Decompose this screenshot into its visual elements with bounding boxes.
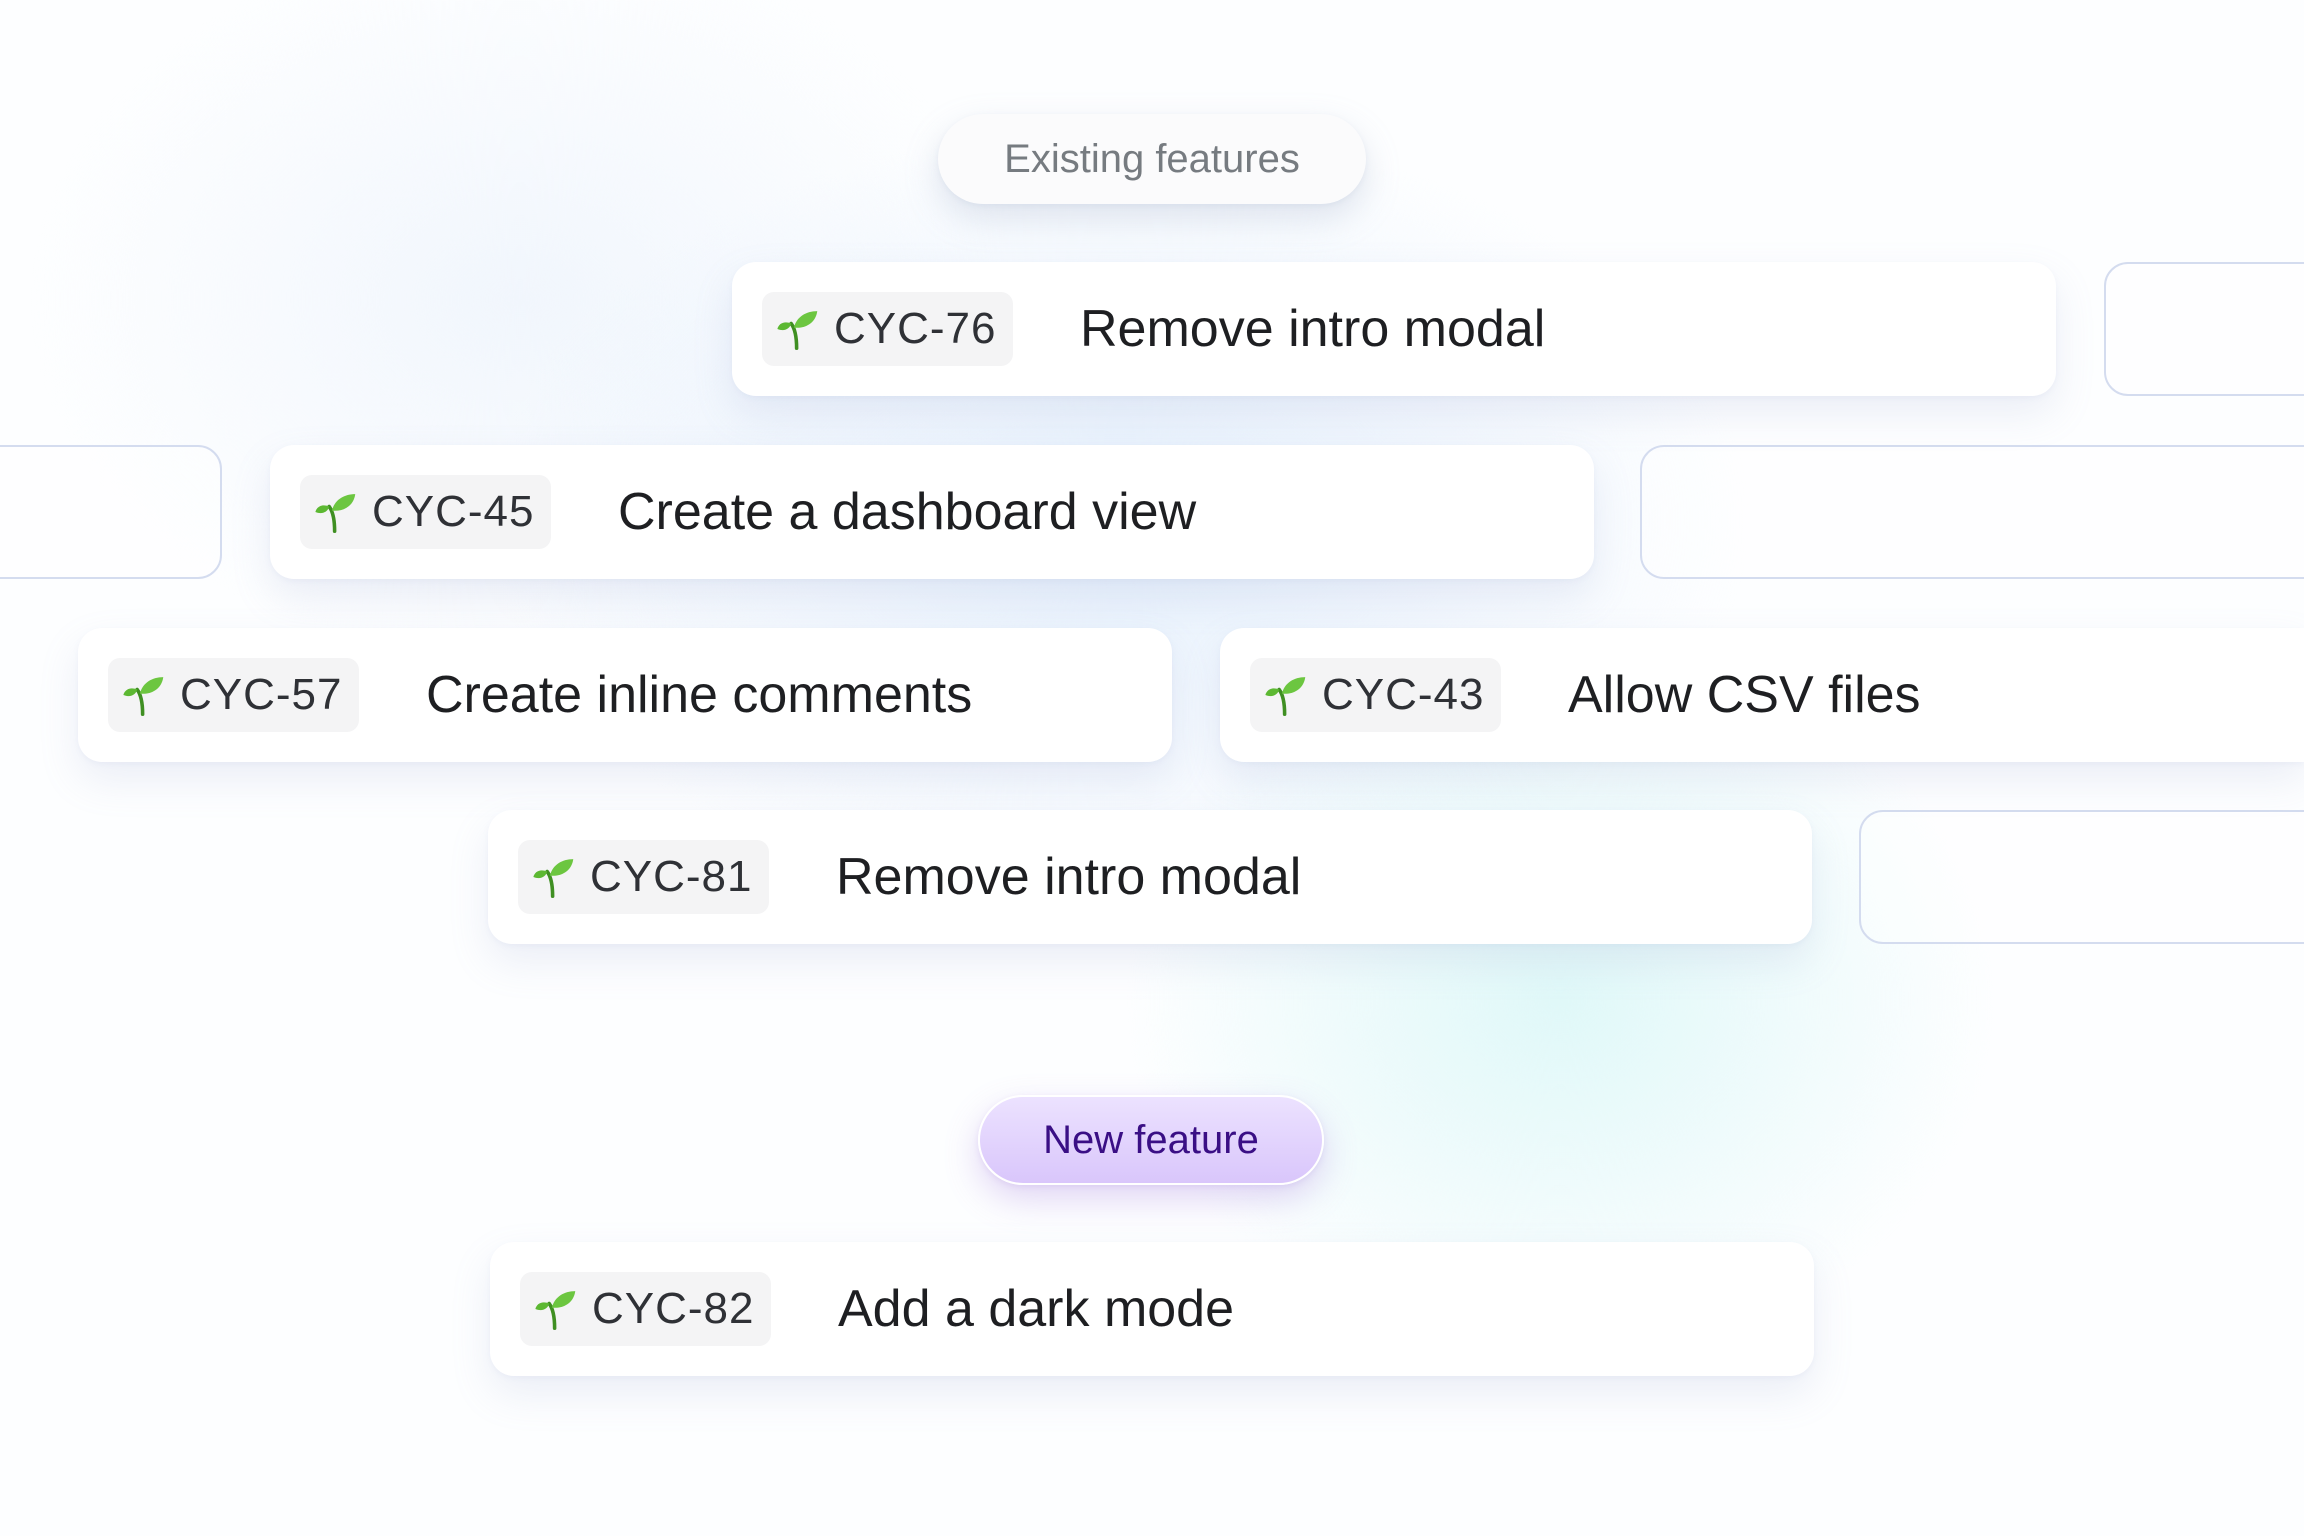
issue-title: Remove intro modal — [836, 848, 1302, 906]
seedling-icon — [777, 311, 818, 351]
issue-title: Allow CSV files — [1568, 666, 1921, 724]
seedling-icon — [123, 677, 164, 717]
feature-card[interactable]: CYC-82 Add a dark mode — [490, 1242, 1814, 1376]
issue-tag: CYC-82 — [520, 1272, 771, 1346]
issue-id: CYC-45 — [372, 487, 535, 536]
feature-card[interactable]: CYC-76 Remove intro modal — [732, 262, 2056, 396]
ghost-card — [1640, 445, 2304, 579]
issue-tag: CYC-76 — [762, 292, 1013, 366]
issue-id: CYC-57 — [180, 670, 343, 719]
issue-title: Create inline comments — [426, 666, 973, 724]
issue-title: Add a dark mode — [838, 1280, 1235, 1338]
issue-tag: CYC-57 — [108, 658, 359, 732]
issue-id: CYC-43 — [1322, 670, 1485, 719]
issue-tag: CYC-43 — [1250, 658, 1501, 732]
issue-id: CYC-81 — [590, 852, 753, 901]
existing-features-label: Existing features — [938, 114, 1366, 204]
issue-tag: CYC-81 — [518, 840, 769, 914]
feature-card[interactable]: CYC-45 Create a dashboard view — [270, 445, 1594, 579]
seedling-icon — [315, 494, 356, 534]
issue-tag: CYC-45 — [300, 475, 551, 549]
ghost-card — [2104, 262, 2304, 396]
seedling-icon — [1265, 677, 1306, 717]
ghost-card — [0, 445, 222, 579]
feature-card[interactable]: CYC-81 Remove intro modal — [488, 810, 1812, 944]
ghost-card — [1859, 810, 2304, 944]
issue-title: Remove intro modal — [1080, 300, 1546, 358]
issue-title: Create a dashboard view — [618, 483, 1197, 541]
seedling-icon — [533, 859, 574, 899]
issue-id: CYC-82 — [592, 1284, 755, 1333]
new-feature-label: New feature — [978, 1095, 1324, 1185]
seedling-icon — [535, 1291, 576, 1331]
feature-card[interactable]: CYC-43 Allow CSV files — [1220, 628, 2304, 762]
feature-card[interactable]: CYC-57 Create inline comments — [78, 628, 1172, 762]
issue-id: CYC-76 — [834, 304, 997, 353]
